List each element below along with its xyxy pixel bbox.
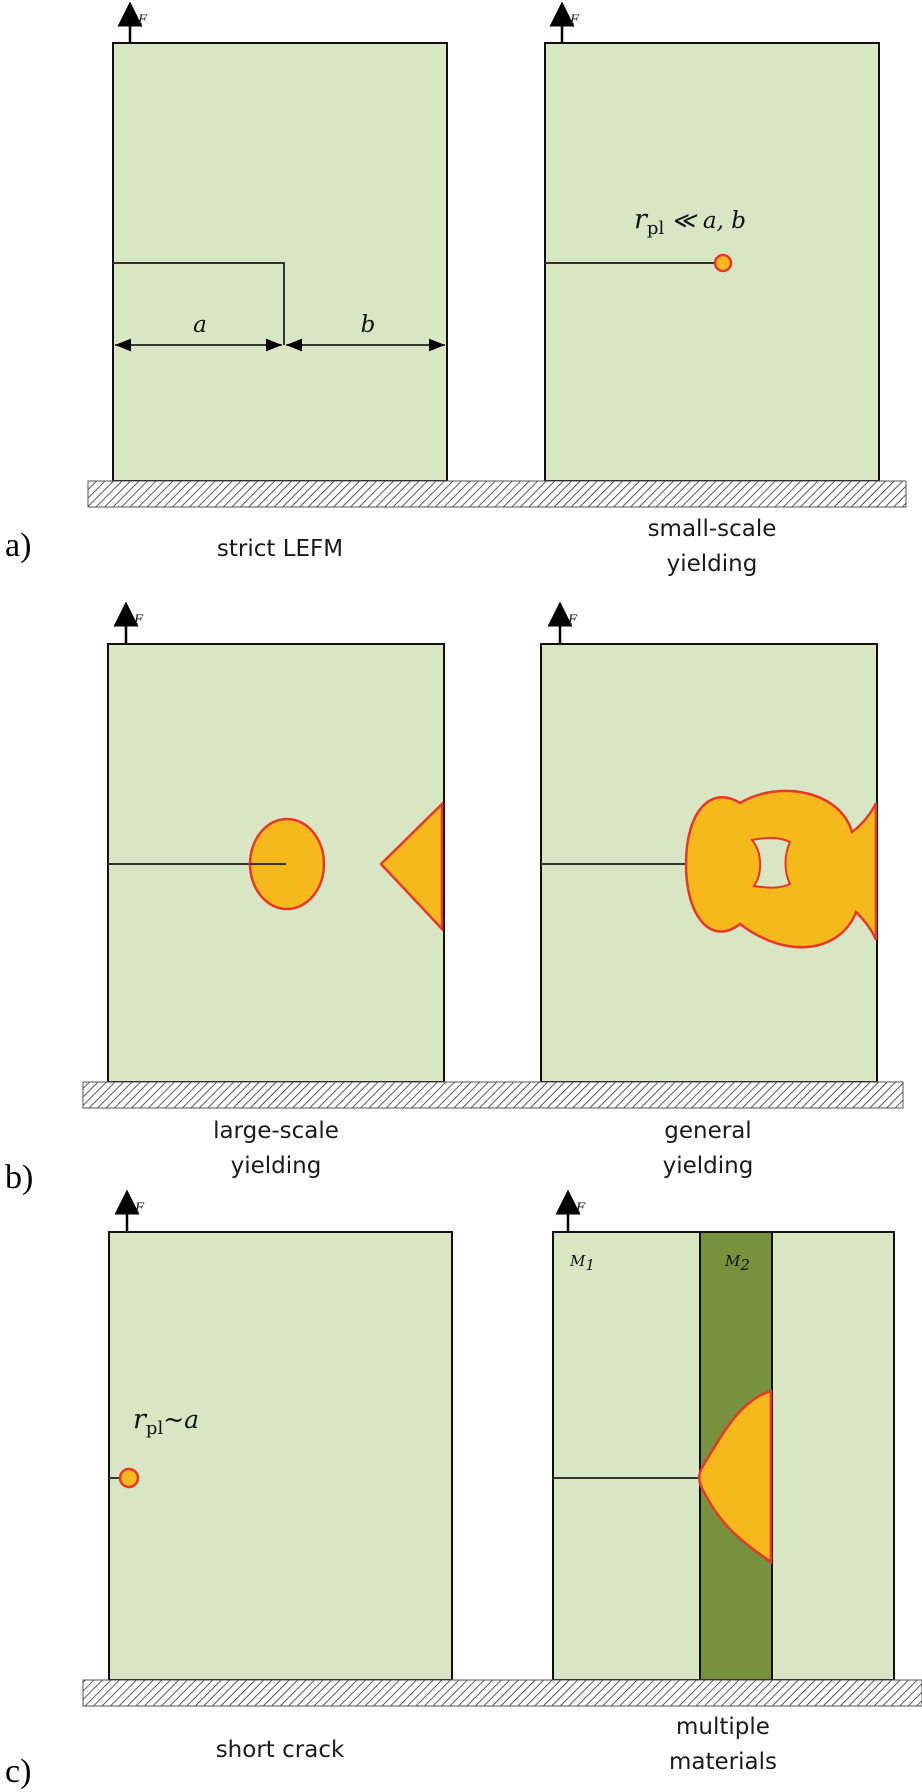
force-arrow: F <box>549 1 580 43</box>
caption-line-2: yielding <box>667 551 758 577</box>
formula-rpl-much-less: rpl ≪ a, b <box>634 204 746 239</box>
plastic-zone-interface <box>698 1389 773 1565</box>
plastic-zone <box>118 1467 140 1489</box>
caption-line-1: large-scale <box>213 1118 339 1144</box>
caption: strict LEFM <box>217 536 343 562</box>
ground-hatch <box>82 1081 904 1109</box>
panel-large-scale-yielding: F large-scale yielding <box>107 601 445 1179</box>
caption-line-2: yielding <box>231 1153 322 1179</box>
panel-small-scale-yielding: F rpl ≪ a, b small-scale yielding <box>544 1 880 577</box>
ground-hatch <box>87 480 907 508</box>
formula-rpl-tilde-a: rpl~a <box>133 1404 199 1439</box>
panel-general-yielding: F general yielding <box>540 601 878 1179</box>
plastic-zone <box>713 253 733 273</box>
row-label-c: c) <box>5 1753 31 1790</box>
dimension-b-label: b <box>361 312 376 338</box>
ground-hatch <box>82 1679 922 1707</box>
row-a: F a b strict LEFM F rpl ≪ a, <box>5 1 907 577</box>
row-b: F large-scale yielding F general yieldin… <box>5 601 904 1196</box>
plastic-zone-back-face <box>379 801 444 933</box>
force-label: F <box>567 613 578 628</box>
row-label-b: b) <box>5 1159 33 1196</box>
specimen <box>108 1231 453 1681</box>
dimension-a-label: a <box>193 312 207 338</box>
panel-short-crack: F rpl~a short crack <box>108 1189 453 1763</box>
row-c: F rpl~a short crack F M1 M2 <box>5 1189 922 1790</box>
caption-line-2: yielding <box>663 1153 754 1179</box>
force-arrow: F <box>113 601 144 644</box>
crack <box>113 262 285 345</box>
force-label: F <box>137 13 148 28</box>
force-label: F <box>569 13 580 28</box>
force-label: F <box>133 613 144 628</box>
elastic-core <box>750 837 792 889</box>
force-label: F <box>134 1201 145 1216</box>
force-arrow: F <box>114 1189 145 1232</box>
panel-multiple-materials: F M1 M2 multiple materials <box>552 1189 895 1775</box>
force-label: F <box>575 1201 586 1216</box>
force-arrow: F <box>117 1 148 43</box>
force-arrow: F <box>547 601 578 644</box>
panel-strict-lefm: F a b strict LEFM <box>112 1 448 562</box>
caption-line-1: small-scale <box>648 516 777 542</box>
force-arrow: F <box>555 1189 586 1232</box>
material-1-label: M1 <box>569 1252 595 1274</box>
caption-line-1: general <box>664 1118 751 1144</box>
material-2-label: M2 <box>724 1252 750 1274</box>
caption-line-2: materials <box>669 1749 777 1775</box>
dimension-b: b <box>286 312 445 352</box>
dimension-a: a <box>115 312 282 352</box>
caption: short crack <box>216 1737 345 1763</box>
row-label-a: a) <box>5 527 31 564</box>
caption-line-1: multiple <box>676 1714 770 1740</box>
